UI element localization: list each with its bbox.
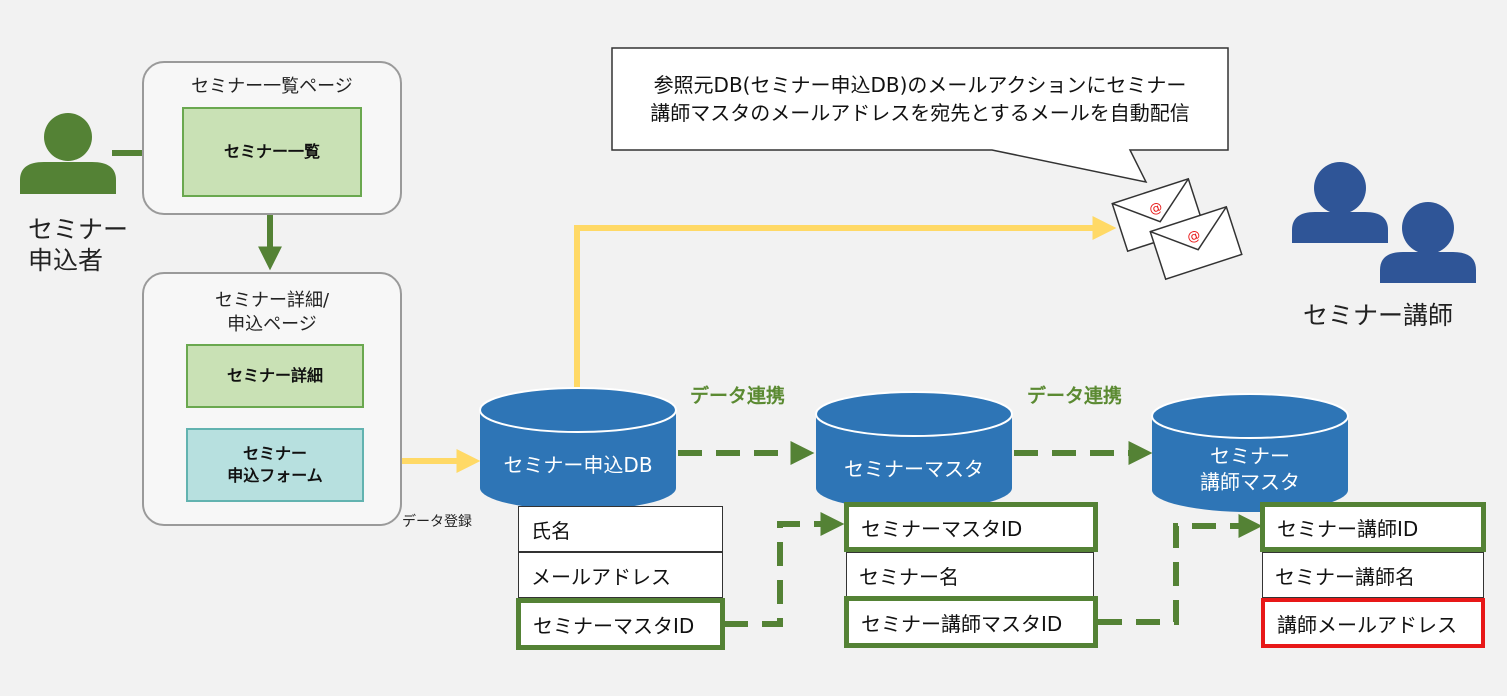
detail-page-title-line1: セミナー詳細/	[214, 290, 330, 311]
registration-label: データ登録	[402, 514, 472, 530]
seminar-form-box: セミナー 申込フォーム	[186, 428, 364, 502]
field-instructor-master-id: セミナー講師マスタID	[844, 596, 1098, 648]
envelope-icon: @	[1149, 205, 1243, 281]
field-instructor-name: セミナー講師名	[1262, 552, 1484, 598]
field-seminar-master-id: セミナーマスタID	[516, 598, 725, 650]
callout-line1: 参照元DB(セミナー申込DB)のメールアクションにセミナー	[653, 73, 1187, 97]
link-instructor-id	[1098, 514, 1263, 625]
seminar-form-line2: 申込フォーム	[227, 466, 323, 485]
list-page-title: セミナー一覧ページ	[191, 76, 353, 97]
seminar-form-line1: セミナー	[242, 444, 307, 463]
applicant-label: セミナー 申込者	[28, 214, 128, 276]
database-icon	[815, 391, 1013, 510]
database-icon	[479, 387, 677, 510]
database-icon	[1151, 393, 1349, 512]
sync-label-2: データ連携	[1027, 385, 1123, 407]
seminar-list-box: セミナー一覧	[182, 107, 362, 197]
person-icon	[20, 113, 116, 194]
applicant-label-line1: セミナー	[28, 215, 129, 244]
svg-text:@: @	[1147, 200, 1164, 218]
instructor-label: セミナー講師	[1303, 301, 1454, 330]
callout-text: 参照元DB(セミナー申込DB)のメールアクションにセミナー 講師マスタのメールア…	[612, 71, 1228, 127]
person-icon	[1292, 162, 1476, 283]
field-name: 氏名	[518, 506, 723, 552]
field-email: メールアドレス	[518, 552, 723, 598]
svg-text:@: @	[1185, 228, 1202, 246]
detail-page-title-line2: 申込ページ	[227, 314, 317, 335]
field-instructor-id: セミナー講師ID	[1260, 502, 1486, 552]
seminar-master-label: セミナーマスタ	[844, 457, 984, 481]
detail-page-title: セミナー詳細/ 申込ページ	[142, 289, 402, 337]
sync-label-1: データ連携	[690, 385, 786, 407]
seminar-detail-box: セミナー詳細	[186, 344, 364, 408]
field-seminar-master-id-key: セミナーマスタID	[844, 502, 1098, 552]
field-instructor-email: 講師メールアドレス	[1261, 598, 1485, 648]
apply-db-label: セミナー申込DB	[503, 453, 653, 477]
callout-line2: 講師マスタのメールアドレスを宛先とするメールを自動配信	[650, 101, 1190, 125]
instructor-master-label-line1: セミナー	[1210, 444, 1290, 468]
applicant-label-line2: 申込者	[28, 246, 104, 275]
link-master-id	[724, 512, 845, 627]
instructor-master-label: セミナー 講師マスタ	[1152, 440, 1348, 498]
arrow-db-to-mail	[574, 216, 1117, 388]
callout-bubble	[611, 47, 1229, 184]
instructor-master-label-line2: 講師マスタ	[1200, 470, 1300, 494]
field-seminar-name: セミナー名	[846, 552, 1094, 598]
